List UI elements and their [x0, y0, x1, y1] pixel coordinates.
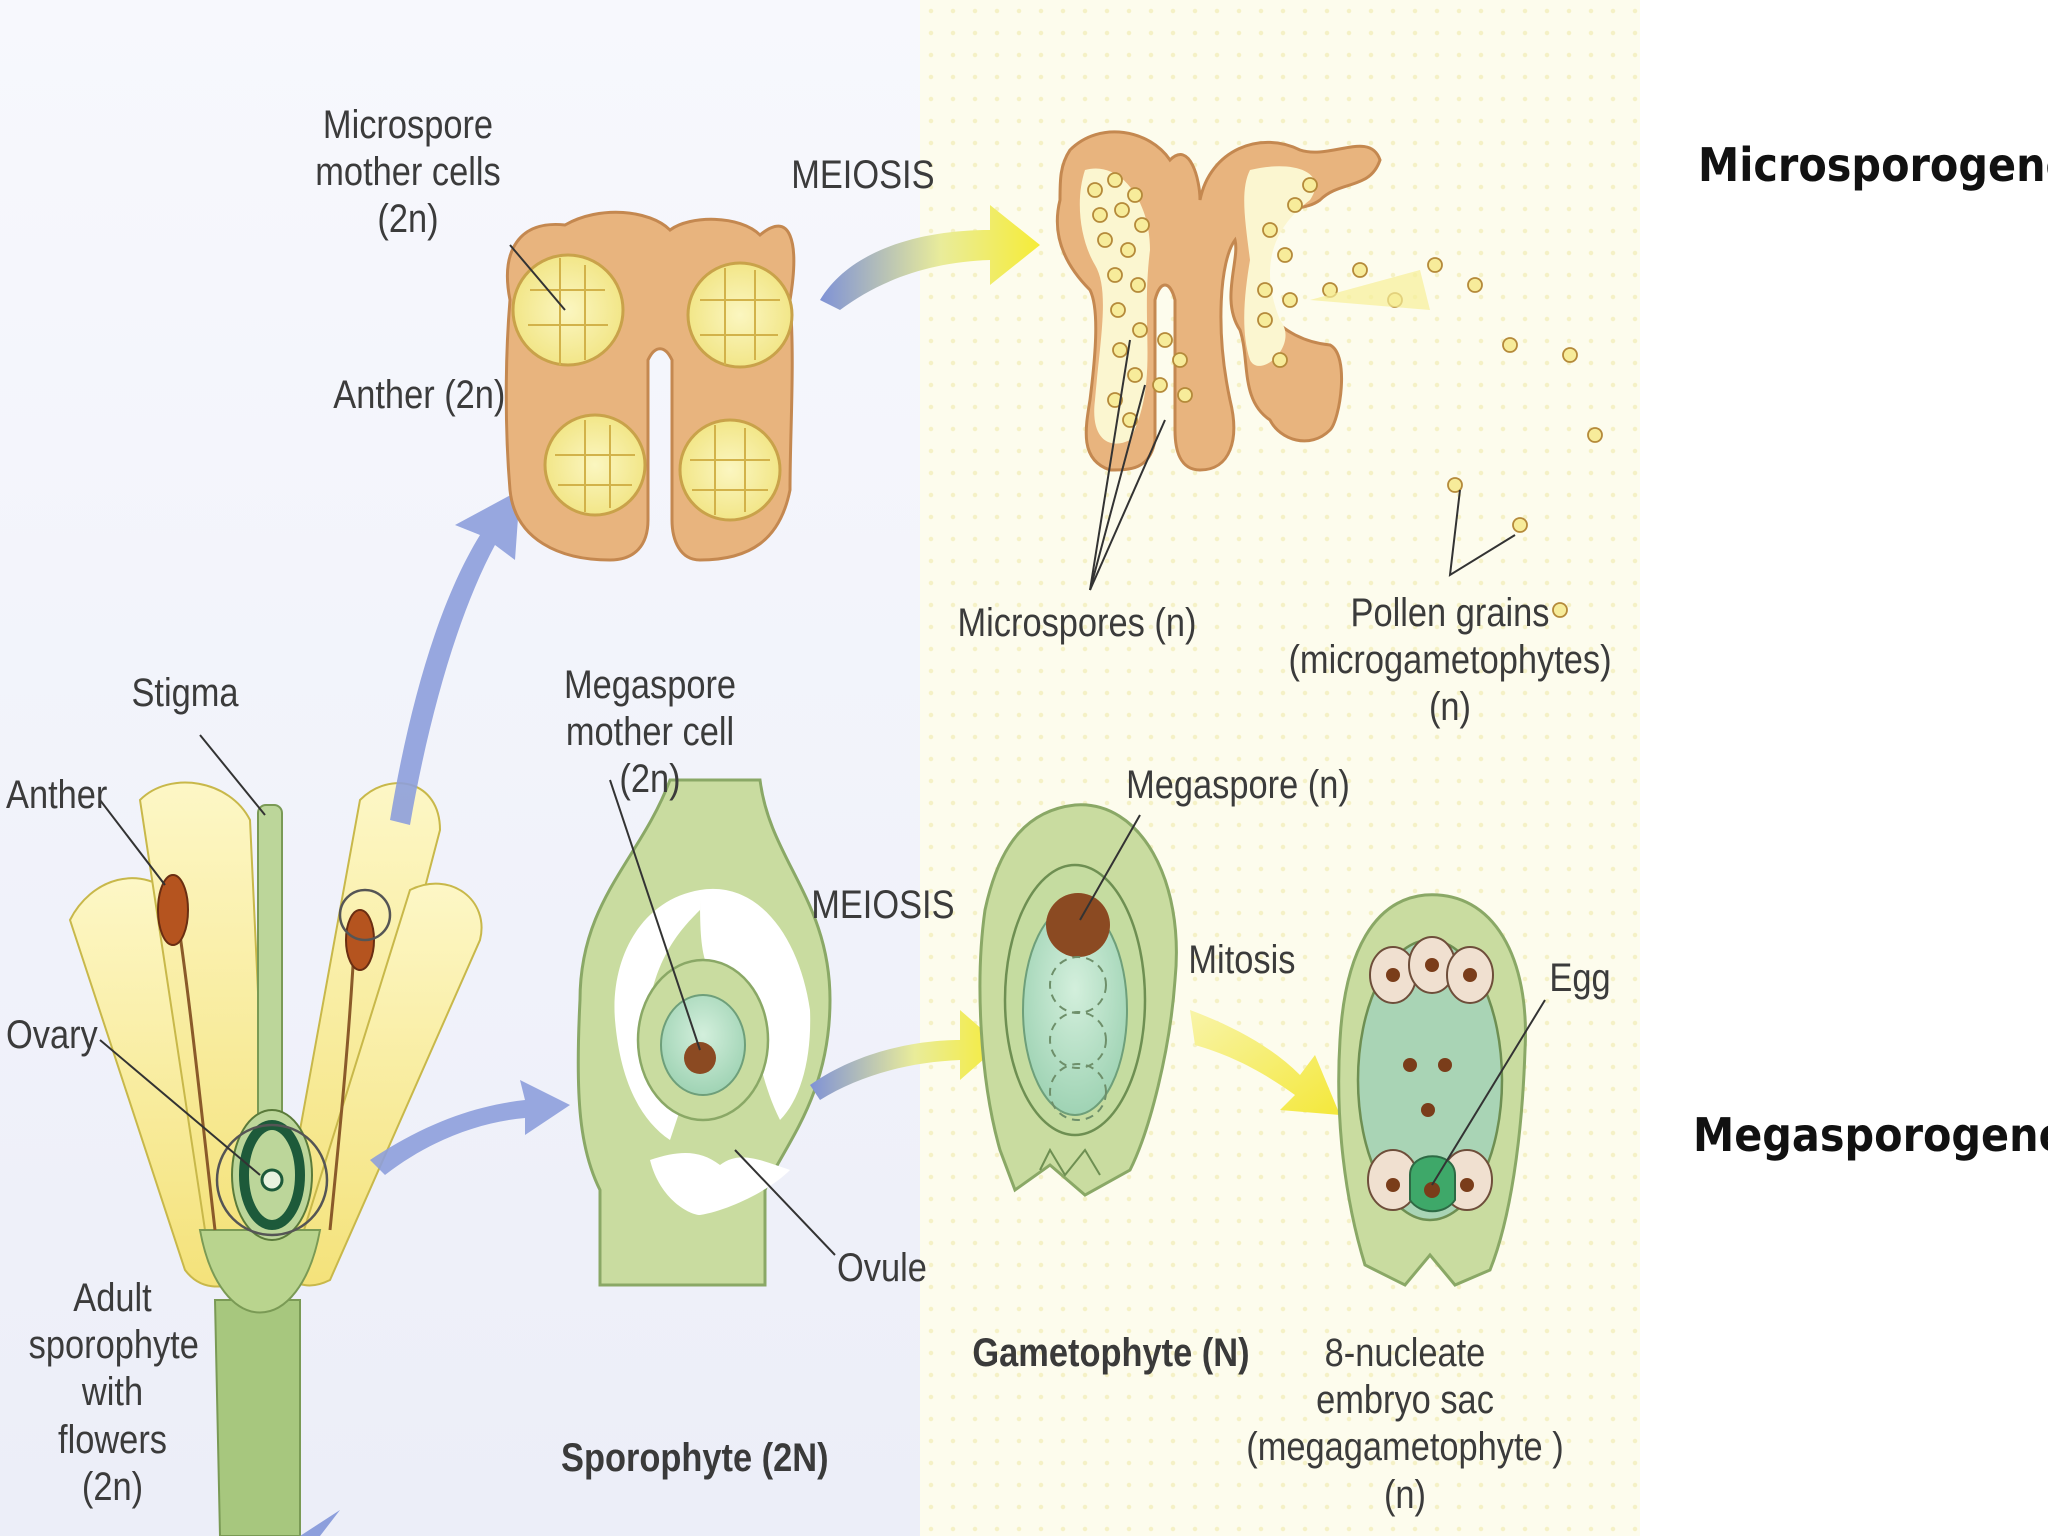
label-megaspore-mother-cell: Megaspore mother cell (2n) — [563, 663, 737, 802]
flower-label-leaders — [99, 734, 266, 1176]
label-meiosis-bottom: MEIOSIS — [811, 883, 955, 927]
label-ovary: Ovary — [6, 1013, 98, 1057]
mitosis-arrow — [1190, 1010, 1340, 1115]
label-megaspore: Megaspore (n) — [1126, 763, 1350, 807]
label-adult-sporophyte: Adult sporophyte with flowers (2n) — [28, 1276, 199, 1509]
label-microspore-mother-cells: Microspore mother cells (2n) — [315, 103, 501, 242]
label-stigma: Stigma — [131, 671, 239, 715]
label-embryo-sac: 8-nucleate embryo sac (megagametophyte )… — [1246, 1331, 1564, 1517]
dehiscing-anther — [1055, 130, 1603, 618]
label-anther: Anther — [6, 773, 108, 817]
label-gametophyte: Gametophyte (N) — [972, 1331, 1250, 1375]
title-microsporogenesis: Microsporogenesis — [1698, 138, 2048, 192]
label-mitosis: Mitosis — [1188, 938, 1296, 982]
label-ovule: Ovule — [837, 1246, 927, 1290]
title-megasporogenesis: Megasporogenesis — [1693, 1108, 2048, 1162]
label-egg: Egg — [1549, 956, 1611, 1000]
meiosis-arrow-top — [820, 205, 1040, 310]
arrow-to-anther — [390, 490, 520, 825]
meiosis-arrow-bottom — [810, 1010, 1000, 1100]
ovule-cross-section — [576, 778, 836, 1287]
label-pollen-grains: Pollen grains (microgametophytes) (n) — [1288, 591, 1612, 730]
label-sporophyte: Sporophyte (2N) — [561, 1436, 829, 1480]
flower-illustration — [68, 781, 483, 1536]
anther-cross-section — [504, 210, 796, 562]
label-microspores: Microspores (n) — [957, 601, 1197, 645]
label-anther-2n: Anther (2n) — [333, 373, 506, 417]
megaspore-ovule — [978, 803, 1178, 1197]
embryo-sac — [1337, 893, 1546, 1287]
label-meiosis-top: MEIOSIS — [791, 153, 935, 197]
arrow-to-ovule — [370, 1080, 570, 1175]
